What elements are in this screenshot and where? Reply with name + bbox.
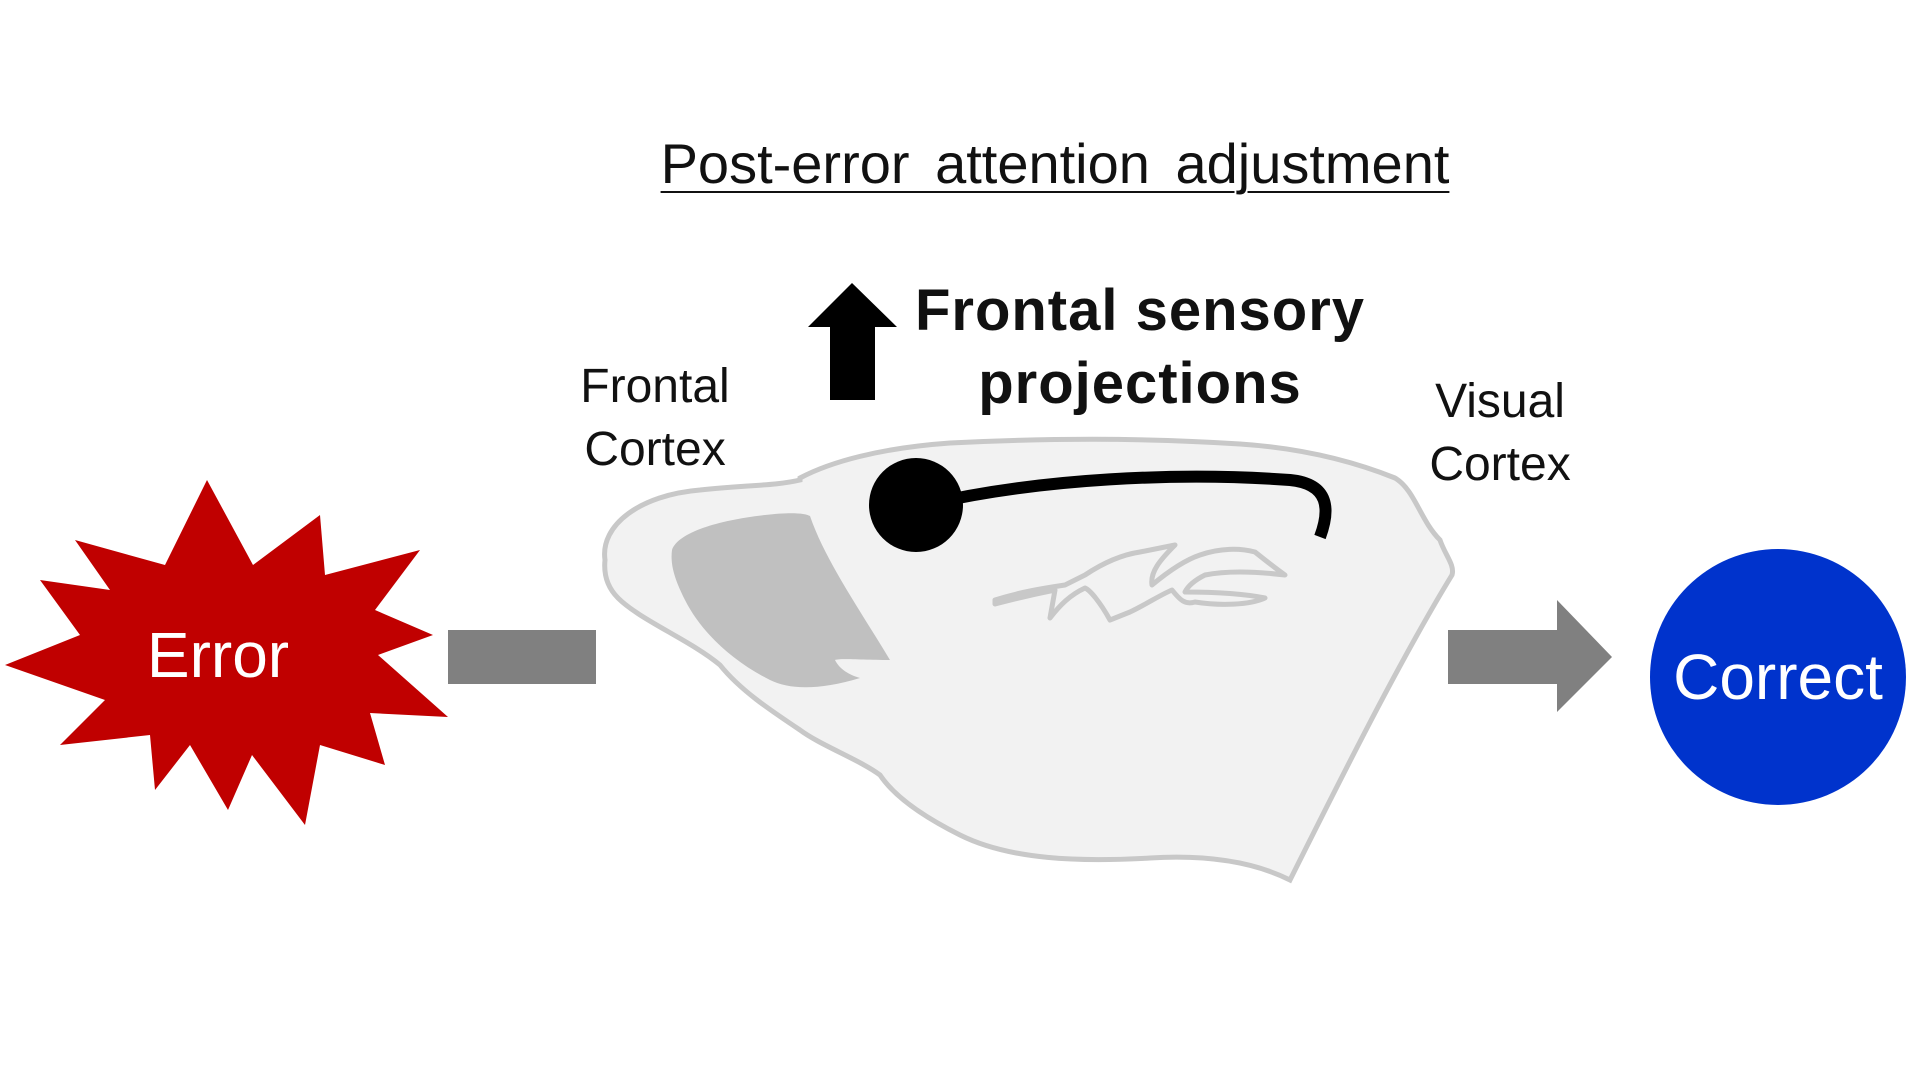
projections-label-line1: Frontal sensory [914, 278, 1366, 343]
projections-label: Frontal sensory projections [900, 274, 1380, 420]
correct-circle [1650, 549, 1906, 805]
visual-cortex-label: Visual Cortex [1390, 370, 1610, 496]
frontal-region [671, 513, 890, 688]
up-arrow-icon [808, 283, 897, 400]
error-starburst [5, 480, 448, 825]
diagram-title: Post-error attention adjustment [660, 132, 1450, 195]
correct-label: Correct [1673, 641, 1883, 713]
flow-bar-left [448, 630, 596, 684]
projection-origin-dot [869, 458, 963, 552]
frontal-cortex-label: Frontal Cortex [545, 355, 765, 481]
flow-arrow-right [1448, 600, 1612, 712]
projections-label-line2: projections [978, 351, 1302, 416]
projection-line [923, 470, 1332, 540]
hippocampus-outline [992, 542, 1288, 623]
frontal-cortex-label-line2: Cortex [584, 423, 726, 476]
error-label: Error [146, 619, 290, 691]
visual-cortex-label-line1: Visual [1435, 375, 1565, 428]
visual-cortex-label-line2: Cortex [1429, 438, 1571, 491]
frontal-cortex-label-line1: Frontal [580, 360, 730, 413]
